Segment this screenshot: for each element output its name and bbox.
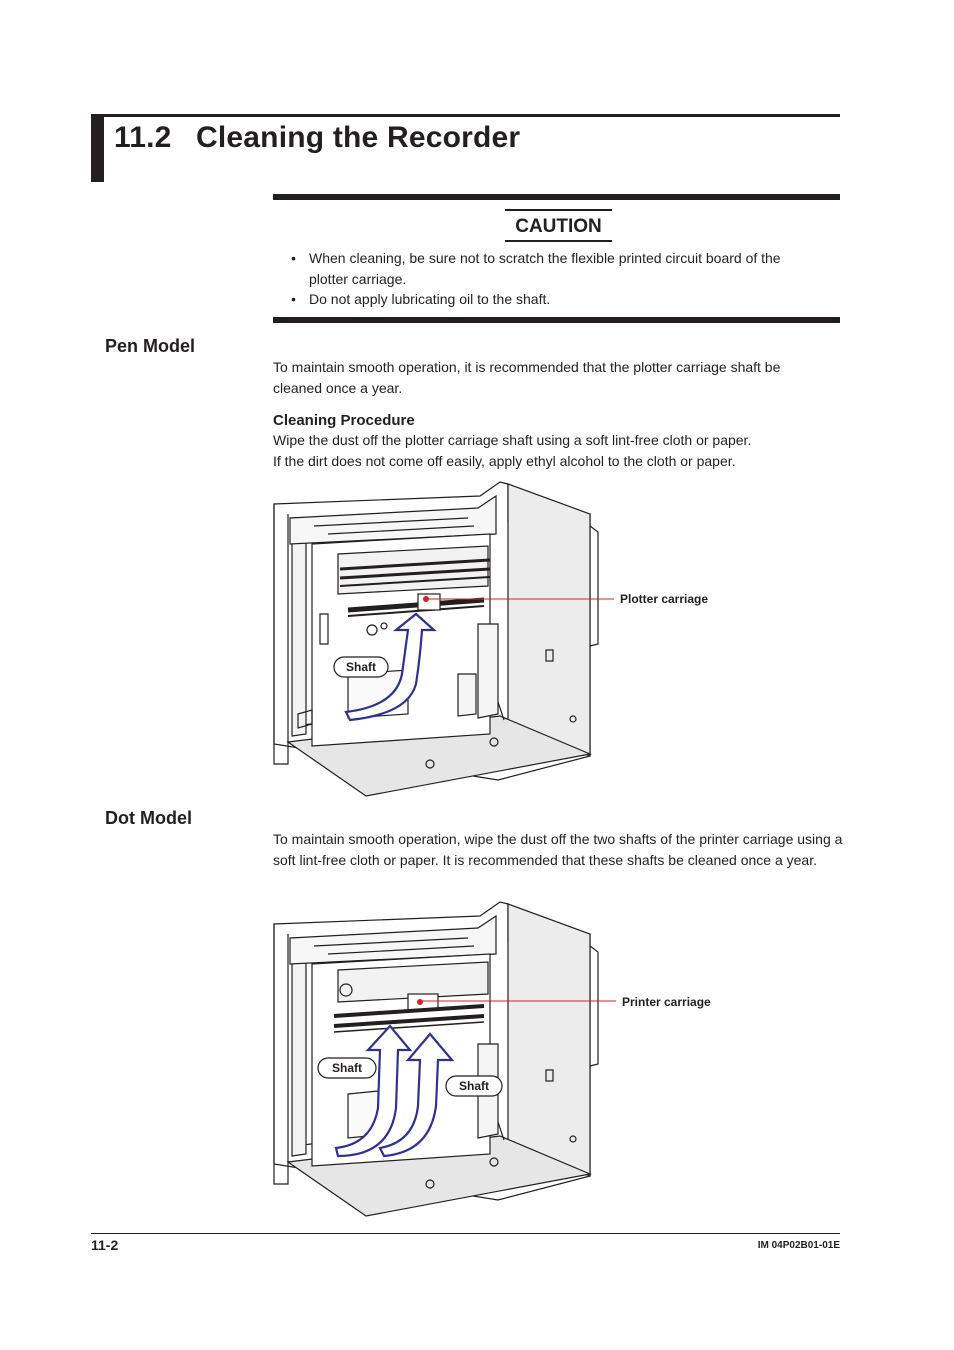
- procedure-line-1: Wipe the dust off the plotter carriage s…: [273, 432, 752, 448]
- section-title-text: Cleaning the Recorder: [196, 121, 521, 154]
- plotter-carriage-label: Plotter carriage: [620, 592, 709, 606]
- pen-model-intro: To maintain smooth operation, it is reco…: [273, 359, 781, 396]
- section-marker-bar: [91, 114, 104, 182]
- page-number: 11-2: [91, 1237, 119, 1253]
- section-rule: [104, 114, 840, 117]
- caution-top-rule: [273, 194, 840, 200]
- pen-model-heading: Pen Model: [105, 336, 196, 356]
- document-id: IM 04P02B01-01E: [757, 1240, 840, 1251]
- dot-model-intro: To maintain smooth operation, wipe the d…: [273, 831, 843, 868]
- dot-model-diagram: [273, 901, 616, 1217]
- dot-model-heading: Dot Model: [105, 808, 192, 828]
- caution-bullet-text: When cleaning, be sure not to scratch th…: [309, 250, 781, 287]
- shaft-label: Shaft: [346, 660, 376, 674]
- page-title: 11.2 Cleaning the Recorder: [114, 121, 520, 155]
- cleaning-procedure-heading: Cleaning Procedure: [273, 412, 415, 429]
- caution-heading: CAUTION: [505, 209, 612, 242]
- printer-carriage-label: Printer carriage: [622, 995, 711, 1009]
- shaft-label-right: Shaft: [459, 1079, 489, 1093]
- caution-bottom-rule: [273, 317, 840, 323]
- bullet-dot: •: [291, 291, 296, 307]
- procedure-line-2: If the dirt does not come off easily, ap…: [273, 453, 736, 469]
- bullet-dot: •: [291, 250, 296, 266]
- caution-bullet-text: Do not apply lubricating oil to the shaf…: [309, 291, 551, 307]
- shaft-label-left: Shaft: [332, 1061, 362, 1075]
- footer-rule: [91, 1233, 840, 1234]
- pen-model-diagram: [273, 481, 614, 797]
- section-number: 11.2: [114, 121, 172, 154]
